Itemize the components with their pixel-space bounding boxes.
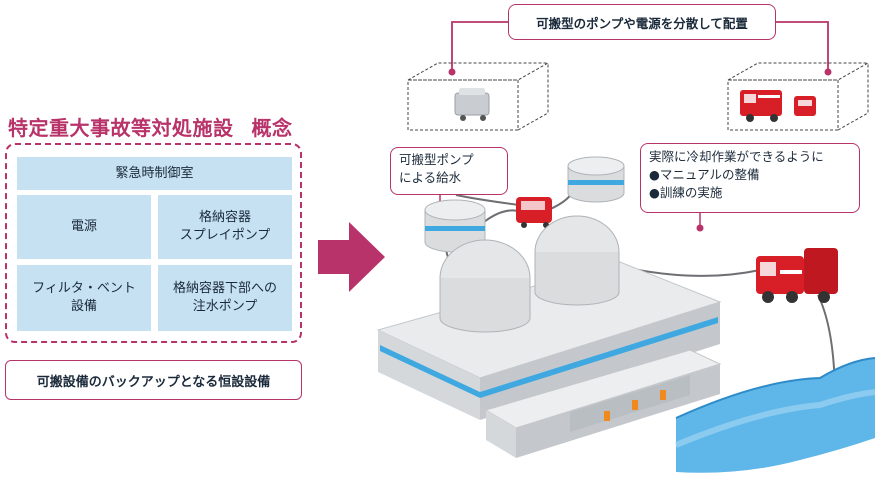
cooling-practice-label: 実際に冷却作業ができるように ●マニュアルの整備 ●訓練の実施 [640, 143, 860, 213]
title-sub: 概念 [251, 116, 293, 140]
lower-injection-pump-label-1: 格納容器下部への [172, 281, 277, 297]
portable-pump-label: 可搬型ポンプ による給水 [390, 147, 508, 195]
portable-pump-icon-red [794, 96, 816, 116]
containment-spray-pump-label-1: 格納容器 [198, 210, 251, 226]
containment-spray-pump-cell: 格納容器 スプレイポンプ [158, 195, 292, 259]
fire-truck-icon-small [740, 90, 782, 122]
filter-vent-label-1: フィルタ・ベント [32, 281, 136, 297]
lower-injection-pump-cell: 格納容器下部への 注水ポンプ [158, 265, 292, 331]
portable-generator-icon [454, 88, 490, 121]
power-cell: 電源 [17, 195, 151, 259]
cooling-training-bullet: ●訓練の実施 [649, 185, 723, 201]
power-label: 電源 [70, 219, 97, 235]
portable-pump-label-line2: による給水 [399, 170, 462, 186]
distribution-connector [451, 21, 829, 72]
backup-note: 可搬設備のバックアップとなる恒設設備 [5, 360, 302, 400]
nuclear-plant-building [376, 215, 722, 458]
portable-storage-box-left [406, 62, 550, 131]
backup-note-text: 可搬設備のバックアップとなる恒設設備 [36, 374, 271, 390]
title-main: 特定重大事故等対処施設 [8, 116, 234, 140]
sea-water [674, 357, 876, 473]
emergency-control-room-label: 緊急時制御室 [115, 165, 194, 181]
distribution-label: 可搬型のポンプや電源を分散して配置 [508, 4, 776, 40]
storage-tank-right [567, 156, 625, 203]
portable-pump-label-line1: 可搬型ポンプ [399, 152, 474, 167]
fire-truck-icon [756, 248, 838, 303]
direction-arrow [318, 222, 385, 292]
emergency-control-room-cell: 緊急時制御室 [17, 157, 292, 190]
filter-vent-label-2: 設備 [70, 299, 97, 314]
lower-injection-pump-label-2: 注水ポンプ [192, 299, 258, 314]
cooling-practice-label-line1: 実際に冷却作業ができるように [649, 149, 824, 164]
cooling-manual-bullet: ●マニュアルの整備 [649, 167, 760, 183]
filter-vent-cell: フィルタ・ベント 設備 [17, 265, 151, 331]
portable-pump-icon [516, 197, 552, 228]
facility-frame [5, 143, 302, 343]
containment-spray-pump-label-2: スプレイポンプ [179, 228, 271, 243]
portable-storage-box-right [726, 62, 870, 131]
distribution-label-text: 可搬型のポンプや電源を分散して配置 [536, 15, 748, 31]
page-title: 特定重大事故等対処施設概念 [8, 112, 293, 141]
